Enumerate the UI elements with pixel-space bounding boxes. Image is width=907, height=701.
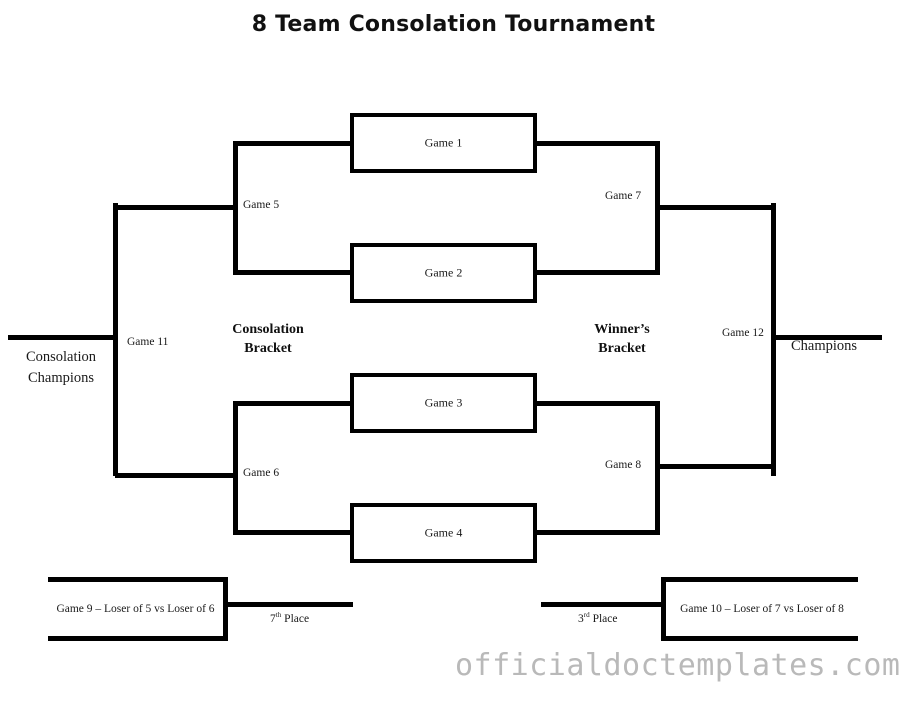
third-place-label: 3rd Place (578, 611, 617, 625)
game-8-connector-top (535, 401, 660, 406)
game-11-label: Game 11 (127, 336, 169, 348)
seventh-place-label: 7th Place (270, 611, 309, 625)
seventh-place-line (228, 602, 353, 607)
game-4-box[interactable]: Game 4 (350, 503, 537, 563)
game-8-label: Game 8 (605, 459, 642, 471)
consolation-champions-outcome: Consolation Champions (2, 347, 120, 389)
game-11-output-line (8, 335, 116, 340)
game-6-label: Game 6 (243, 467, 280, 479)
game-12-label: Game 12 (722, 327, 764, 339)
game-5-connector-bottom (233, 270, 352, 275)
game-10-box[interactable]: Game 10 – Loser of 7 vs Loser of 8 (661, 577, 858, 641)
game-6-connector-bottom (233, 530, 352, 535)
game-12-connector-vertical (771, 203, 776, 476)
game-7-output-line (655, 205, 776, 210)
game-1-box[interactable]: Game 1 (350, 113, 537, 173)
consolation-bracket-heading: Consolation Bracket (193, 321, 343, 359)
seventh-place-suffix: th (275, 611, 282, 619)
seventh-place-word: Place (284, 612, 310, 625)
page-title: 8 Team Consolation Tournament (251, 12, 656, 37)
watermark: officialdoctemplates.com (455, 648, 901, 683)
winners-bracket-heading-line2: Bracket (598, 340, 646, 356)
game-3-box[interactable]: Game 3 (350, 373, 537, 433)
third-place-suffix: rd (583, 611, 590, 619)
third-place-line (541, 602, 665, 607)
game-7-connector-bottom (535, 270, 660, 275)
game-7-label: Game 7 (605, 190, 642, 202)
game-10-label: Game 10 – Loser of 7 vs Loser of 8 (680, 603, 844, 615)
consolation-bracket-heading-line2: Bracket (244, 340, 292, 356)
consolation-bracket-heading-line1: Consolation (232, 322, 304, 337)
game-5-connector-top (233, 141, 352, 146)
game-5-label: Game 5 (243, 199, 280, 211)
consolation-champions-line1: Consolation (25, 349, 97, 365)
game-12-output-line (776, 335, 882, 340)
consolation-champions-line2: Champions (27, 370, 95, 387)
game-5-connector-vertical (233, 141, 238, 275)
game-4-label: Game 4 (424, 525, 463, 540)
game-5-output-line (115, 205, 235, 210)
seventh-place-ordinal: 7 (270, 612, 276, 625)
winners-bracket-heading-line1: Winner’s (594, 322, 650, 337)
game-2-box[interactable]: Game 2 (350, 243, 537, 303)
game-1-label: Game 1 (424, 135, 463, 150)
game-8-connector-bottom (535, 530, 660, 535)
game-3-label: Game 3 (424, 395, 463, 410)
third-place-ordinal: 3 (578, 612, 584, 625)
game-6-output-line (115, 473, 235, 478)
game-6-connector-vertical (233, 401, 238, 535)
winners-bracket-heading: Winner’s Bracket (547, 321, 697, 359)
game-2-label: Game 2 (424, 265, 463, 280)
game-9-label: Game 9 – Loser of 5 vs Loser of 6 (56, 603, 215, 615)
champions-outcome: Champions (791, 338, 858, 354)
game-8-output-line (655, 464, 776, 469)
third-place-word: Place (592, 612, 618, 625)
game-9-box[interactable]: Game 9 – Loser of 5 vs Loser of 6 (48, 577, 228, 641)
game-7-connector-top (535, 141, 660, 146)
game-6-connector-top (233, 401, 352, 406)
